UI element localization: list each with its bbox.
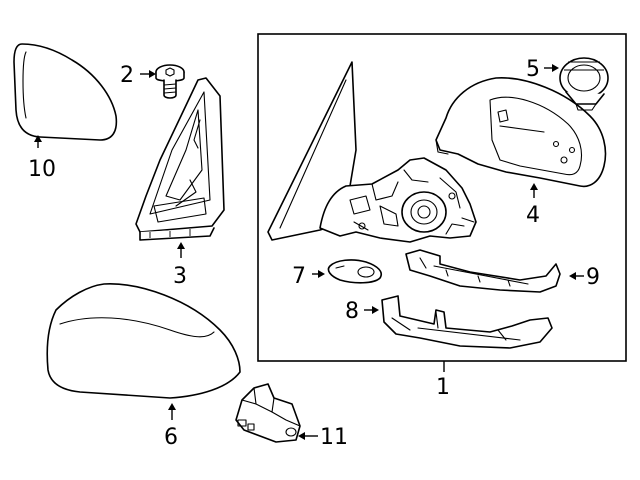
lamp-socket-part [559, 57, 609, 111]
mirror-base-part [267, 61, 477, 243]
turn-signal-lens-part [405, 249, 561, 293]
leader-2 [140, 70, 156, 78]
screw-part [155, 64, 185, 99]
mirror-housing-part [435, 77, 607, 188]
leader-6 [168, 403, 176, 420]
leader-7 [312, 270, 325, 278]
callout-5: 5 [526, 57, 540, 82]
leader-10 [34, 135, 42, 148]
mirror-glass-part [13, 43, 118, 141]
leader-4 [530, 183, 538, 198]
sensor-part [235, 383, 301, 443]
leader-11 [298, 432, 318, 440]
callout-10: 10 [28, 157, 56, 182]
leader-3 [177, 242, 185, 258]
callout-6: 6 [164, 425, 178, 450]
callout-3: 3 [173, 264, 187, 289]
callout-2: 2 [120, 63, 134, 88]
mirror-cover-part [46, 283, 241, 399]
trim-strip-part [381, 295, 553, 349]
leader-8 [364, 306, 379, 314]
callout-1: 1 [436, 375, 450, 400]
callout-7: 7 [292, 264, 306, 289]
assembly-frame [257, 33, 627, 362]
leader-5 [544, 64, 559, 72]
gasket-part [327, 259, 382, 284]
triangle-bracket-part [135, 77, 225, 241]
callout-4: 4 [526, 203, 540, 228]
callout-11: 11 [320, 425, 348, 450]
callout-8: 8 [345, 299, 359, 324]
callout-9: 9 [586, 265, 600, 290]
leader-9 [569, 272, 584, 280]
